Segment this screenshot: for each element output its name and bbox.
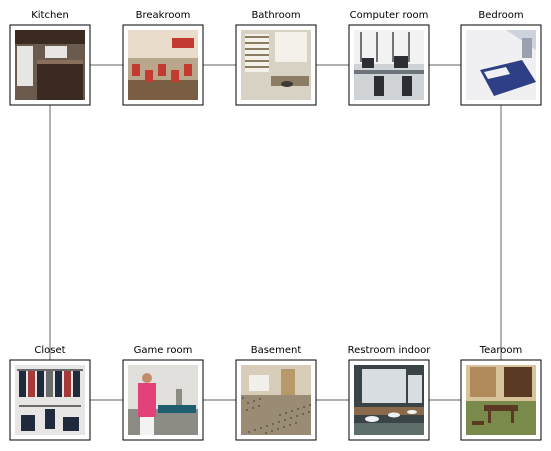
room-node-restroom-indoor: Restroom indoor [348,345,432,441]
bathroom-photo [241,30,311,100]
room-node-closet: Closet [9,345,91,441]
room-label-restroom-indoor: Restroom indoor [348,345,432,356]
room-node-basement: Basement [235,345,317,441]
room-label-kitchen: Kitchen [31,10,69,21]
room-node-bathroom: Bathroom [235,10,317,106]
basement-photo [241,365,311,435]
room-label-bedroom: Bedroom [478,10,523,21]
room-node-breakroom: Breakroom [122,10,204,106]
room-node-kitchen: Kitchen [9,10,91,106]
bedroom-photo [466,30,536,100]
room-node-bedroom: Bedroom [460,10,542,106]
closet-photo [15,365,85,435]
game-room-photo [128,365,198,435]
room-node-game-room: Game room [122,345,204,441]
kitchen-photo [15,30,85,100]
room-label-basement: Basement [251,345,302,356]
computer-room-photo [354,30,424,100]
room-node-tearoom: Tearoom [460,345,542,441]
room-label-bathroom: Bathroom [251,10,300,21]
nodes-layer: Kitchen Breakroom Bathroom Computer room Bed… [9,10,542,441]
restroom-indoor-photo [354,365,424,435]
room-node-computer-room: Computer room [348,10,430,106]
breakroom-photo [128,30,198,100]
room-label-breakroom: Breakroom [136,10,191,21]
room-label-computer-room: Computer room [350,10,429,21]
room-label-tearoom: Tearoom [479,345,523,356]
room-label-closet: Closet [34,345,65,356]
tearoom-photo [466,365,536,435]
room-label-game-room: Game room [134,345,193,356]
